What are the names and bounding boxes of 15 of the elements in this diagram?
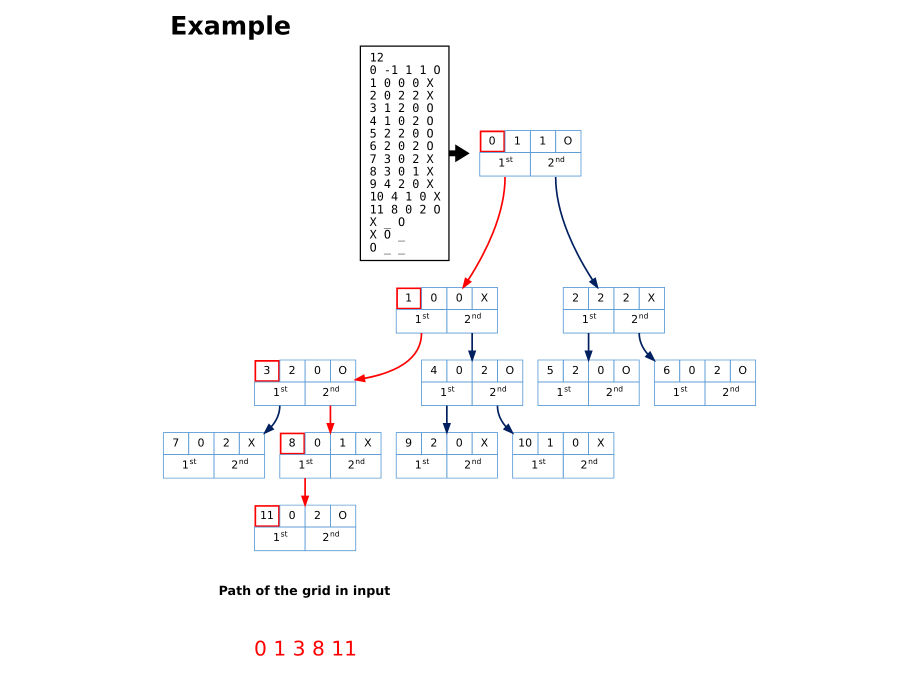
diagram-title: Example	[170, 11, 291, 40]
node-box: 12 0 -1 1 1 O 1 0 0 0 X 2 0 2 2 X 3 1 2 0 O 4 1 0 2 O 5 2 2 0 O 6 2 0 2 O 7 3 0 2 X 8 3 0 1 X 9 4 2 0 X 10 4 1 0 X 11 8 0 2 O X _ O X O _ O _ _	[359, 46, 450, 262]
arrow	[461, 176, 506, 290]
arrow	[496, 406, 514, 435]
label: Path of the grid in input	[218, 582, 390, 598]
arrow	[584, 333, 592, 362]
arrow	[554, 176, 598, 290]
arrow	[638, 332, 656, 362]
arrow	[468, 333, 476, 362]
label: 0 1 3 8 11	[254, 636, 357, 660]
arrow	[352, 332, 422, 382]
arrow	[262, 406, 280, 435]
arrow	[442, 406, 450, 435]
arrow	[326, 406, 334, 435]
arrow	[300, 478, 309, 508]
